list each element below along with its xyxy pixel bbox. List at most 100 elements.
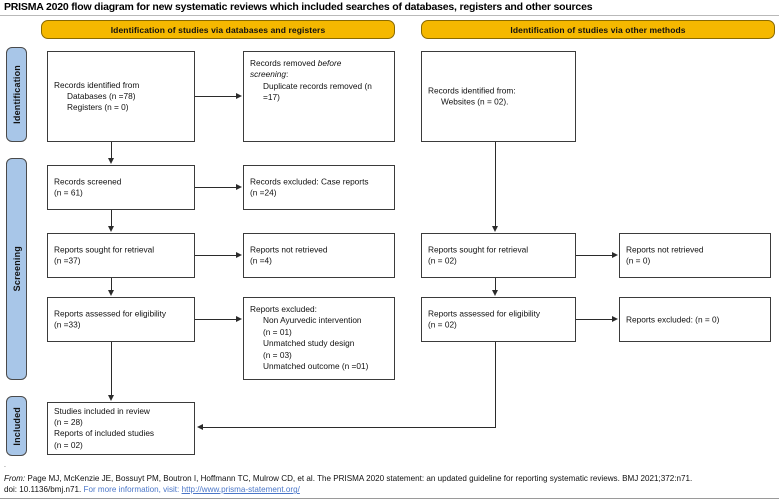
connector-identified-to-removed <box>195 96 237 97</box>
stage-label-screening: Screening <box>6 158 27 380</box>
box-line: (n = 61) <box>54 187 83 198</box>
box-line-text: : <box>285 69 289 80</box>
box-reports-sought: Reports sought for retrieval (n =37) <box>47 233 195 278</box>
connector-screened-to-excluded <box>195 187 237 188</box>
banner-label: Identification of studies via other meth… <box>510 24 686 35</box>
footer-more-info: For more information, visit: <box>83 485 180 494</box>
box-line: Records removed before <box>250 58 390 69</box>
footer-doi: doi: 10.1136/bmj.n71. <box>4 485 82 494</box>
box-records-screened: Records screened (n = 61) <box>47 165 195 210</box>
box-line-text: Records removed <box>250 58 318 68</box>
box-line: (n = 02) <box>428 255 457 266</box>
arrowhead-down <box>108 395 114 401</box>
footer-citation-text: Page MJ, McKenzie JE, Bossuyt PM, Boutro… <box>27 474 693 483</box>
box-line: Non Ayurvedic intervention <box>263 315 362 326</box>
box-line: Websites (n = 02). <box>441 96 509 107</box>
arrowhead-down <box>492 226 498 232</box>
box-line: (n = 01) <box>263 326 292 337</box>
box-line: (n = 0) <box>626 255 651 266</box>
stage-label-text: Included <box>11 406 22 446</box>
arrowhead-right <box>236 183 242 190</box>
stage-label-identification: Identification <box>6 47 27 142</box>
box-records-removed: Records removed before screening: Duplic… <box>243 51 395 142</box>
box-records-identified-other: Records identified from: Websites (n = 0… <box>421 51 576 142</box>
box-reports-excluded: Reports excluded: Non Ayurvedic interven… <box>243 297 395 380</box>
arrowhead-left <box>197 423 203 430</box>
stage-label-included: Included <box>6 396 27 456</box>
box-line: Reports assessed for eligibility <box>54 308 167 319</box>
box-line: Reports sought for retrieval <box>428 244 529 255</box>
prisma-statement-link[interactable]: http://www.prisma-statement.org/ <box>181 485 300 494</box>
stage-label-text: Screening <box>11 246 22 292</box>
footer-tick: . <box>4 462 6 469</box>
arrowhead-down <box>108 158 114 164</box>
box-records-identified: Records identified from Databases (n =78… <box>47 51 195 142</box>
box-line: Records identified from: <box>428 85 516 96</box>
arrowhead-down <box>492 290 498 296</box>
box-line: Duplicate records removed (n <box>263 80 372 91</box>
footer-line-1: From: Page MJ, McKenzie JE, Bossuyt PM, … <box>4 473 776 484</box>
box-line: =17) <box>263 92 280 103</box>
box-records-excluded: Records excluded: Case reports (n =24) <box>243 165 395 210</box>
box-line: (n =24) <box>250 187 277 198</box>
connector-screened-to-sought <box>111 210 112 227</box>
box-reports-assessed: Reports assessed for eligibility (n =33) <box>47 297 195 342</box>
box-line: Unmatched study design <box>263 338 355 349</box>
box-line: (n = 03) <box>263 349 292 360</box>
box-line: Reports not retrieved <box>626 244 704 255</box>
box-reports-not-retrieved-other: Reports not retrieved (n = 0) <box>619 233 771 278</box>
connector-assessed-to-excluded <box>195 319 237 320</box>
footer-citation: From: Page MJ, McKenzie JE, Bossuyt PM, … <box>4 473 776 495</box>
banner-label: Identification of studies via databases … <box>110 24 326 35</box>
arrowhead-down <box>108 226 114 232</box>
box-line: (n =33) <box>54 319 81 330</box>
arrowhead-right <box>236 251 242 258</box>
box-line: Records excluded: Case reports <box>250 176 369 187</box>
box-line: Reports excluded: <box>250 304 317 314</box>
connector-other-down <box>495 342 496 427</box>
box-line: Records identified from <box>54 79 140 90</box>
box-line-emphasis: before <box>317 58 342 68</box>
box-line: (n = 02) <box>54 439 83 450</box>
box-line-emphasis: screening <box>250 69 286 80</box>
box-studies-included: Studies included in review (n = 28) Repo… <box>47 402 195 455</box>
connector-identified-other-to-sought-other <box>495 142 496 227</box>
arrowhead-right <box>236 92 242 99</box>
box-line: (n =4) <box>250 255 272 266</box>
box-line: Registers (n = 0) <box>67 102 129 113</box>
box-line: Studies included in review <box>54 405 150 416</box>
arrowhead-right <box>612 315 618 322</box>
box-reports-not-retrieved: Reports not retrieved (n =4) <box>243 233 395 278</box>
box-reports-excluded-other: Reports excluded: (n = 0) <box>619 297 771 342</box>
box-line: Reports assessed for eligibility <box>428 308 541 319</box>
banner-databases-registers: Identification of studies via databases … <box>41 20 395 39</box>
connector-sought-to-assessed <box>111 278 112 291</box>
box-line: Reports of included studies <box>54 428 155 439</box>
connector-assessed-to-included <box>111 342 112 396</box>
connector-sought-to-not-retrieved <box>195 255 237 256</box>
box-line: (n = 02) <box>428 319 457 330</box>
box-line: Databases (n =78) <box>67 90 136 101</box>
arrowhead-down <box>108 290 114 296</box>
footer-line-2: doi: 10.1136/bmj.n71. For more informati… <box>4 484 776 495</box>
title-divider <box>0 15 779 16</box>
box-line: (n = 28) <box>54 417 83 428</box>
connector-assessed-other-to-excluded-other <box>576 319 613 320</box>
box-line: (n =37) <box>54 255 81 266</box>
box-line: Reports not retrieved <box>250 244 328 255</box>
page-title: PRISMA 2020 flow diagram for new systema… <box>4 1 593 13</box>
stage-label-text: Identification <box>11 65 22 124</box>
box-line: screening: <box>250 69 390 80</box>
arrowhead-right <box>612 251 618 258</box>
banner-other-methods: Identification of studies via other meth… <box>421 20 775 39</box>
box-reports-assessed-other: Reports assessed for eligibility (n = 02… <box>421 297 576 342</box>
connector-sought-other-to-not-retrieved-other <box>576 255 613 256</box>
box-line: Reports excluded: (n = 0) <box>626 313 720 324</box>
connector-other-to-included <box>203 427 496 428</box>
connector-sought-other-to-assessed-other <box>495 278 496 291</box>
box-line: Unmatched outcome (n =01) <box>263 361 369 372</box>
arrowhead-right <box>236 315 242 322</box>
footer-from-label: From: <box>4 474 26 483</box>
box-line: Records screened <box>54 176 122 187</box>
